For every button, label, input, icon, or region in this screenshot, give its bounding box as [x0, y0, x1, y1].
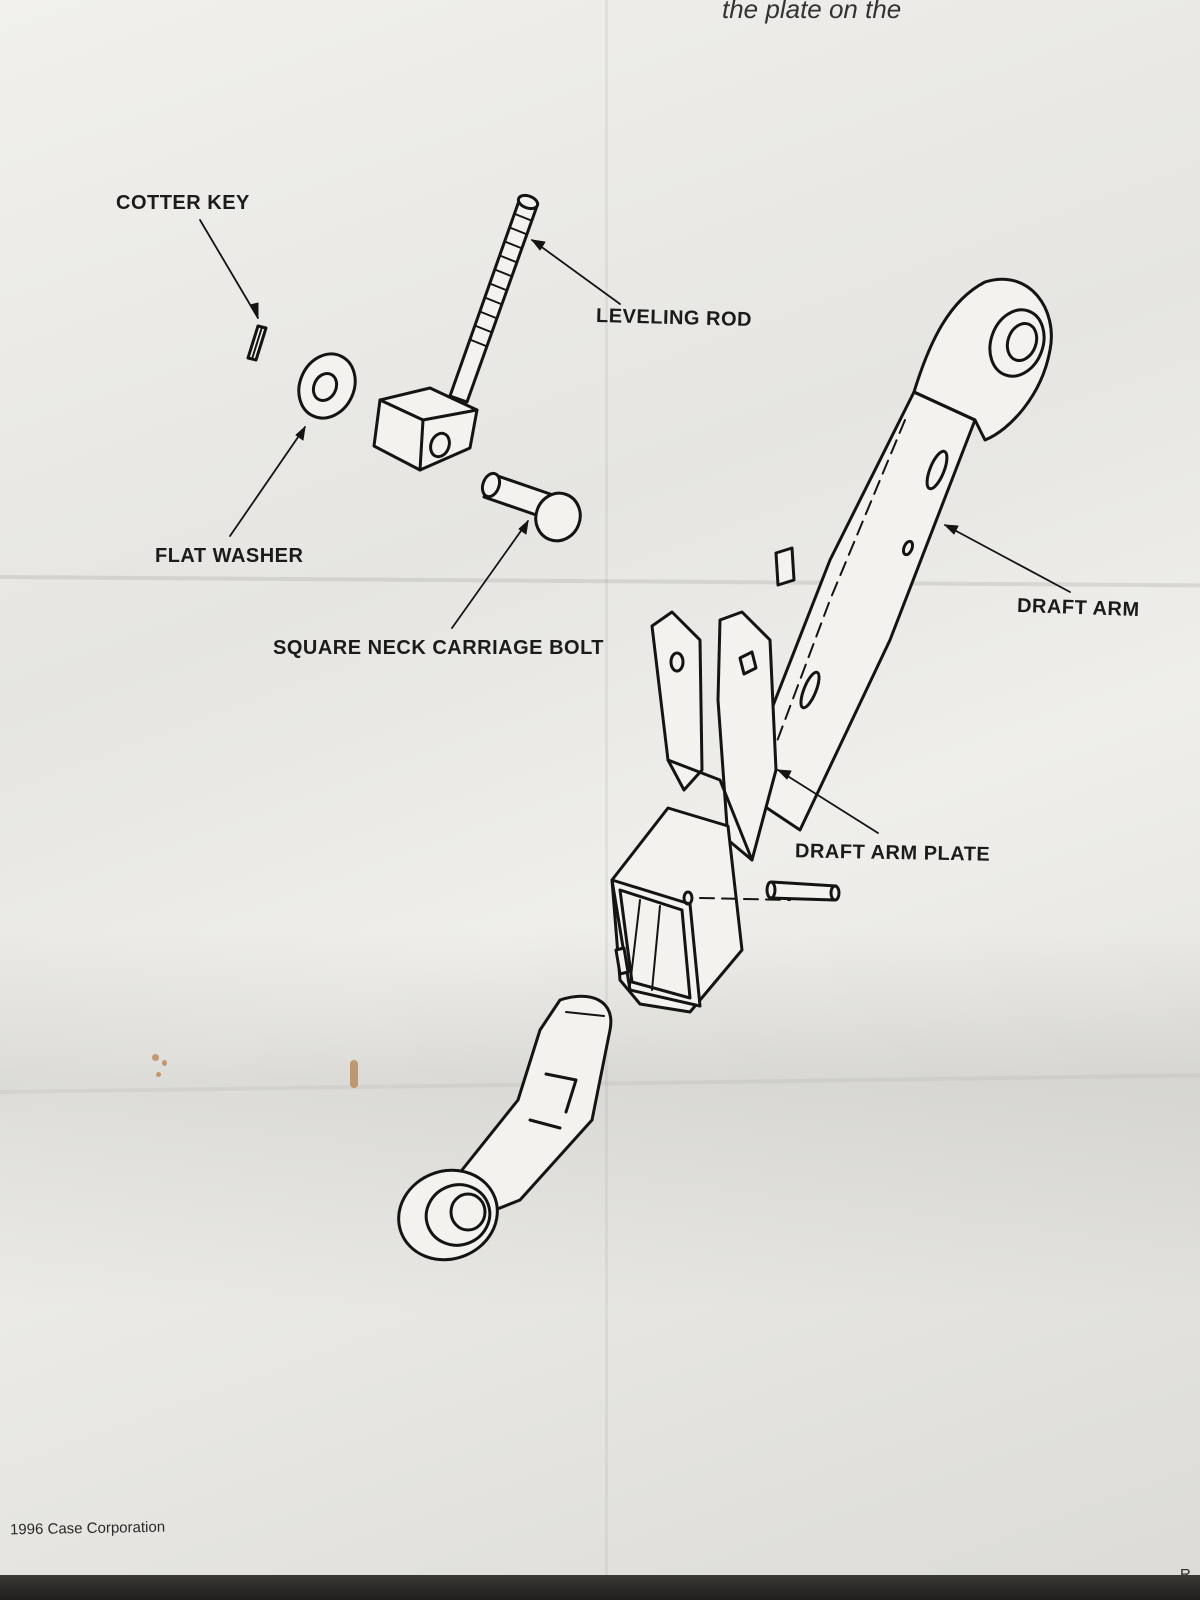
rust-stain: [152, 1054, 159, 1061]
cotter-key-part: [246, 324, 268, 362]
draft-arm-plate-part: [610, 610, 791, 1014]
rust-stain: [162, 1060, 167, 1066]
table-surface-edge: [0, 1575, 1200, 1600]
rust-stain: [350, 1060, 358, 1088]
draft-arm-plate-label: DRAFT ARM PLATE: [794, 840, 991, 866]
lower-link-end-part: [397, 994, 613, 1262]
header-fragment: the plate on the: [722, 0, 902, 24]
leveling-rod-label: LEVELING ROD: [595, 304, 753, 332]
square-neck-carriage-bolt-label: SQUARE NECK CARRIAGE BOLT: [273, 637, 605, 659]
corner-text-fragment: R: [1180, 1566, 1191, 1583]
leader-lines: [199, 219, 1071, 834]
draft-arm-label: DRAFT ARM: [1016, 594, 1140, 622]
pin-part: [765, 880, 841, 902]
cotter-key-label: COTTER KEY: [116, 192, 250, 214]
rust-stain: [156, 1072, 161, 1077]
paper-shadow: [0, 930, 1200, 1310]
leveling-rod-part: [372, 193, 540, 472]
flat-washer-label: FLAT WASHER: [155, 545, 304, 567]
draft-arm-part: [738, 277, 1053, 832]
carriage-bolt-part: [480, 471, 582, 543]
paper-fold: [605, 0, 608, 1600]
copyright-footer: 1996 Case Corporation: [9, 1518, 166, 1539]
flat-washer-part: [297, 352, 357, 420]
